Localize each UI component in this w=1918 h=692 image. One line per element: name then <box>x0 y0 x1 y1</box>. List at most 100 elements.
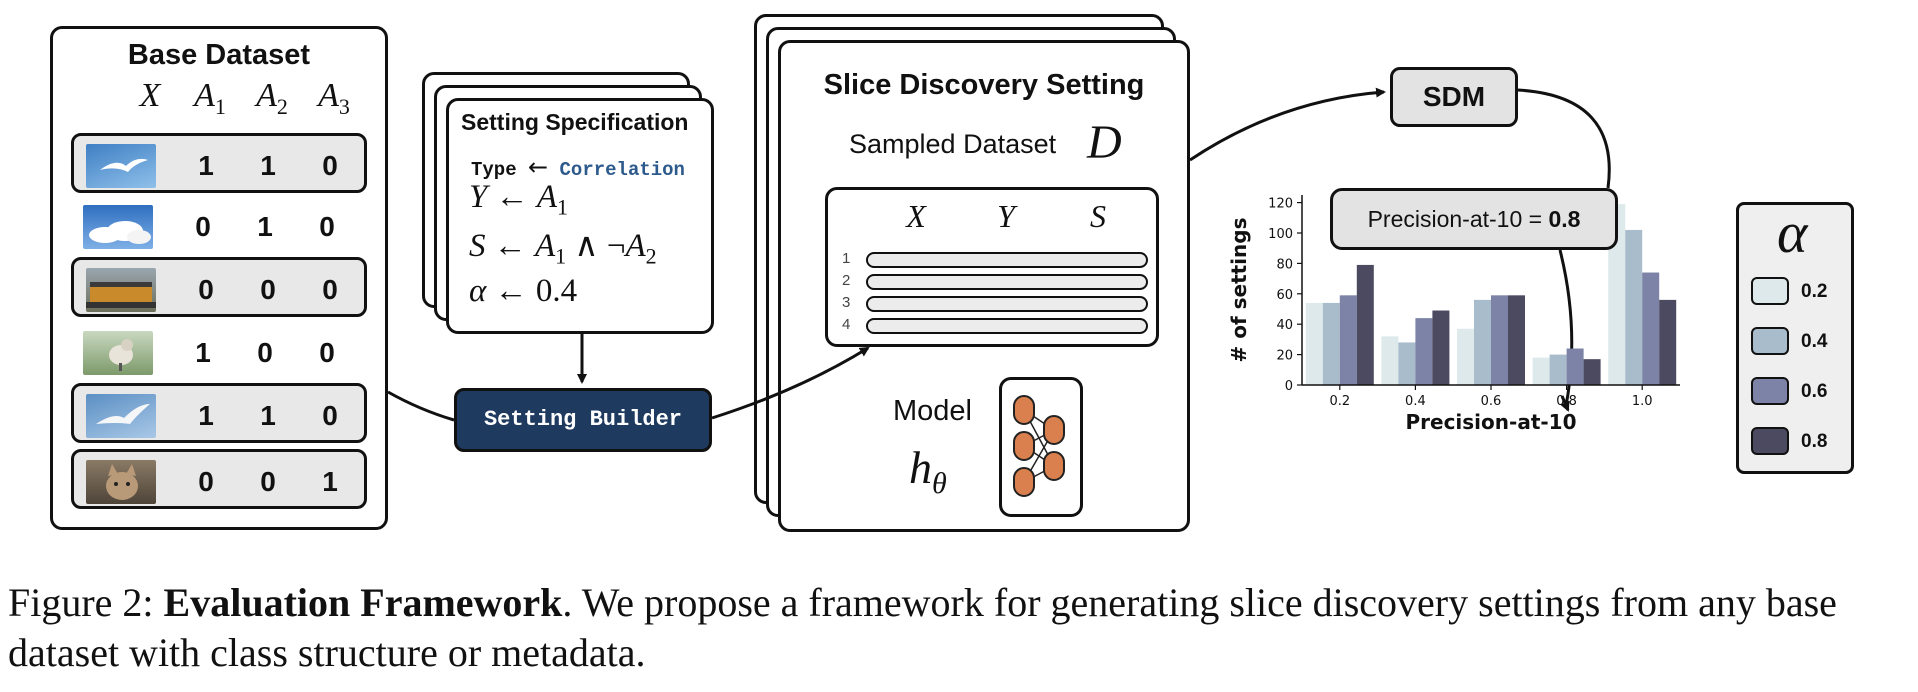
alpha-legend: α 0.2 0.4 0.6 0.8 <box>1736 200 1854 474</box>
setting-builder-block: Setting Builder <box>454 388 712 452</box>
flying-bird-image <box>86 394 156 438</box>
y-tick-label: 120 <box>1268 197 1293 212</box>
bar <box>1457 328 1474 385</box>
bar <box>1305 302 1323 385</box>
x-tick-label: 0.4 <box>1405 394 1426 409</box>
dataset-symbol: D <box>1087 116 1122 169</box>
spec-s-line: S ← A1 ∧ ¬A2 <box>469 228 657 269</box>
bar <box>1432 310 1450 385</box>
caption-prefix: Figure 2: <box>8 580 164 625</box>
sdm-box: SDM <box>1390 67 1518 127</box>
table-row <box>866 318 1148 334</box>
bar <box>1415 318 1433 385</box>
table-header-y: Y <box>997 198 1015 234</box>
legend-swatch-0.4 <box>1751 327 1789 355</box>
bar <box>1532 357 1550 385</box>
y-tick-label: 80 <box>1276 257 1293 272</box>
precision-at-10-box: Precision-at-10 = 0.8 <box>1330 188 1618 250</box>
arrow-sds-to-sdm <box>1189 87 1386 162</box>
a1-value: 1 <box>195 337 211 368</box>
a1-value: 1 <box>198 150 214 181</box>
legend-swatch-0.6 <box>1751 377 1789 405</box>
y-tick-label: 20 <box>1276 349 1293 364</box>
bar <box>1381 336 1399 385</box>
column-header-a3: A3 <box>318 77 350 119</box>
a3-value: 1 <box>322 466 338 497</box>
legend-label-0.2: 0.2 <box>1801 281 1828 302</box>
a3-value: 0 <box>322 274 338 305</box>
column-header-a2: A2 <box>256 77 288 119</box>
setting-specification-card: Setting Specification Type ← Correlation… <box>446 98 714 334</box>
legend-label-0.4: 0.4 <box>1801 331 1828 352</box>
clouds-image <box>83 205 153 249</box>
legend-swatch-0.8 <box>1751 427 1789 455</box>
arrow-builder-to-sds <box>711 346 870 420</box>
x-axis-label: Precision-at-10 <box>1405 410 1576 434</box>
sampled-dataset-label: Sampled Dataset <box>849 129 1057 159</box>
model-symbol: hθ <box>909 442 947 501</box>
arrow-sdm-to-chart <box>1517 88 1611 407</box>
spec-alpha-line: α ← 0.4 <box>469 273 578 309</box>
neural-network-icon <box>999 377 1083 517</box>
bar <box>1339 295 1357 385</box>
dataset-row: 1 1 0 <box>71 133 367 193</box>
train-image <box>86 268 156 312</box>
caption-text: . We propose a framework for generating … <box>8 580 1837 675</box>
bar <box>1566 348 1584 385</box>
a2-value: 1 <box>260 400 276 431</box>
bar <box>1322 302 1340 385</box>
arrow-base-to-builder <box>387 390 455 422</box>
a1-value: 0 <box>195 211 211 242</box>
x-tick-label: 0.8 <box>1556 394 1577 409</box>
dataset-row: 0 0 0 <box>71 257 367 317</box>
bar <box>1474 299 1491 385</box>
legend-label-0.6: 0.6 <box>1801 381 1828 402</box>
cat-image <box>86 460 156 504</box>
dataset-row: 1 1 0 <box>71 383 367 443</box>
spec-type-line: Type ← Correlation <box>471 153 685 181</box>
sampled-dataset-table: X Y S 1 2 3 4 <box>825 187 1159 347</box>
x-tick-label: 0.2 <box>1329 394 1350 409</box>
spec-type-value: Correlation <box>559 159 685 181</box>
column-header-a1: A1 <box>194 77 226 119</box>
bar <box>1549 354 1567 385</box>
spec-y-line: Y ← A1 <box>469 179 569 220</box>
a1-value: 1 <box>198 400 214 431</box>
table-header-x: X <box>906 198 926 234</box>
model-label: Model <box>893 395 972 427</box>
base-dataset-panel: Base Dataset X A1 A2 A3 1 1 0 0 1 0 0 0 … <box>50 26 388 530</box>
small-bird-image <box>83 331 153 375</box>
seagull-image <box>86 144 156 188</box>
y-axis-label: # of settings <box>1227 217 1251 362</box>
y-tick-label: 0 <box>1285 379 1293 394</box>
a2-value: 1 <box>257 211 273 242</box>
dataset-row: 0 0 1 <box>71 449 367 509</box>
table-row <box>866 252 1148 268</box>
bar <box>1356 264 1374 385</box>
bar <box>1491 295 1508 385</box>
bar <box>1398 342 1416 385</box>
base-dataset-title: Base Dataset <box>127 39 311 71</box>
a2-value: 0 <box>260 274 276 305</box>
setting-specification-title: Setting Specification <box>461 109 689 135</box>
bar <box>1625 229 1643 385</box>
a2-value: 0 <box>260 466 276 497</box>
y-tick-label: 40 <box>1276 318 1293 333</box>
table-row <box>866 296 1148 312</box>
a1-value: 0 <box>198 274 214 305</box>
row-number: 4 <box>842 316 851 333</box>
a3-value: 0 <box>319 211 335 242</box>
bar <box>1642 272 1660 385</box>
table-header-s: S <box>1090 198 1106 234</box>
x-tick-label: 0.6 <box>1481 394 1502 409</box>
column-header-x: X <box>139 77 161 114</box>
row-number: 2 <box>842 272 851 289</box>
bar <box>1508 295 1525 385</box>
bar <box>1659 299 1677 385</box>
bar <box>1608 204 1626 385</box>
slice-discovery-title: Slice Discovery Setting <box>823 69 1145 101</box>
dataset-row: 1 0 0 <box>71 323 367 383</box>
a2-value: 1 <box>260 150 276 181</box>
a1-value: 0 <box>198 466 214 497</box>
